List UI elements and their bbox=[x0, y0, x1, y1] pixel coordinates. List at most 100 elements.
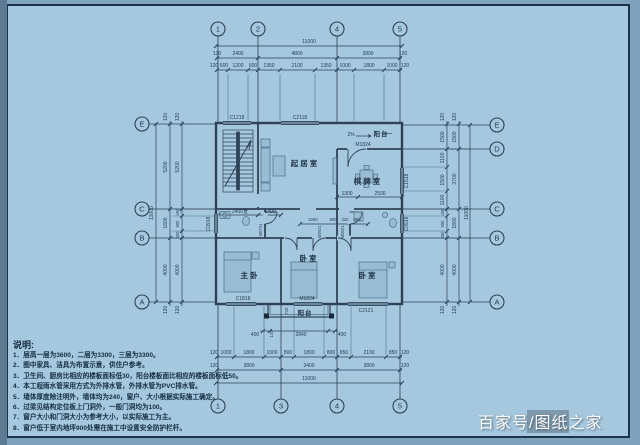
note-line: 3．卫生间、厨房比相应的楼板面标低30，阳台楼板面比相应的楼板面标低50。 bbox=[13, 372, 243, 380]
slope-label: 2% bbox=[347, 132, 355, 138]
dim-label: 120 bbox=[210, 363, 219, 369]
axis-right-a: A bbox=[494, 298, 499, 307]
dim-label: 120 bbox=[452, 306, 458, 315]
dim-label: 400 bbox=[338, 332, 347, 338]
right-dimension-labels: 11000 120 1500 3700 1800 4000 120 120 15… bbox=[440, 113, 470, 315]
dim-label: 120 bbox=[175, 113, 181, 122]
dim-label: 120 bbox=[163, 306, 169, 315]
room-label-master: 主卧 bbox=[241, 270, 260, 280]
note-line: 8．窗户低于室内地坪900处需在施工中设置安全防护栏杆。 bbox=[13, 424, 186, 432]
dim-label: 1000 bbox=[266, 350, 277, 356]
dim-label: 1100 bbox=[440, 152, 446, 163]
dim-label: 1800 bbox=[363, 63, 374, 69]
axis-labels: 1 2 4 5 1 3 4 5 E C B A E D C B A bbox=[139, 25, 500, 411]
window-label: C0918 bbox=[206, 216, 212, 231]
dim-label: 1600 bbox=[163, 217, 169, 228]
door-label: M0921 bbox=[317, 225, 322, 238]
dim-label: 3700 bbox=[452, 173, 458, 184]
dim-label: 1500 bbox=[452, 131, 458, 142]
dim-label: 3400 bbox=[303, 363, 314, 369]
notes-block: 说明: 1．层高一层为3600，二层为3300，三层为3300。 2．图中家具、… bbox=[13, 338, 243, 434]
dim-label: 3800 bbox=[362, 51, 373, 57]
room-label-bedroom2: 卧室 bbox=[300, 253, 319, 263]
dim-label: 800 bbox=[284, 350, 293, 356]
dim-label: 450 bbox=[175, 208, 180, 216]
dim-label: 120 bbox=[213, 51, 222, 57]
note-line: 4．本工程雨水管采用方式为外排水管，外排水管为PVC排水管。 bbox=[13, 383, 202, 391]
dimension-lines bbox=[155, 45, 471, 384]
dim-label: 450 bbox=[440, 208, 445, 216]
window-label: C1218 bbox=[230, 115, 245, 121]
dim-label: 1800 bbox=[303, 350, 314, 356]
room-label-bedroom3: 卧室 bbox=[359, 270, 378, 280]
dim-label: 120 bbox=[269, 330, 274, 338]
dim-label: 2500 bbox=[374, 191, 385, 197]
dim-label: 120 bbox=[401, 63, 410, 69]
dim-label: 1800 bbox=[243, 350, 254, 356]
window-label: C0918 bbox=[404, 216, 410, 231]
dim-label: 11000 bbox=[302, 39, 316, 45]
dim-label: 5200 bbox=[175, 161, 181, 172]
dim-label: 1200 bbox=[232, 63, 243, 69]
dim-label: 120 bbox=[440, 306, 446, 315]
drawing-sheet-frame bbox=[6, 4, 630, 438]
dim-label: 2100 bbox=[363, 350, 374, 356]
dim-label: 900 bbox=[354, 217, 362, 222]
dim-label: 1500 bbox=[440, 131, 446, 142]
door-label: M1824 bbox=[299, 296, 315, 302]
note-line: 6．过梁见结构定位板上门洞外，一般门洞均为100。 bbox=[13, 404, 167, 412]
dim-label: 450 bbox=[175, 231, 180, 239]
dim-label: 2840 bbox=[295, 332, 306, 338]
door-label: M0921 bbox=[340, 225, 345, 238]
dim-label: 320 bbox=[342, 217, 350, 222]
dim-label: 120 bbox=[163, 113, 169, 122]
notes-title: 说明: bbox=[13, 340, 34, 350]
room-labels: 起居室 棋牌室 阳台 2% 主卧 卧室 卧室 阳台 bbox=[241, 129, 388, 317]
axis-top-5: 5 bbox=[398, 25, 402, 34]
axis-right-b: B bbox=[494, 234, 499, 243]
axis-top-4: 4 bbox=[335, 25, 339, 34]
window-label: C1818 bbox=[236, 296, 251, 302]
bottom-dimension-labels: 120 1000 1800 1000 800 1800 800 850 2100… bbox=[210, 350, 410, 382]
dim-label: 1500 bbox=[440, 174, 446, 185]
opening-labels: C1218 C2118 M1824 C1518 C0918 C0918 M072… bbox=[206, 115, 410, 314]
dim-label: 600 bbox=[220, 63, 229, 69]
window-symbols bbox=[213, 120, 405, 307]
axis-top-1: 1 bbox=[216, 25, 220, 34]
window-label: C1518 bbox=[404, 173, 410, 188]
scan-edge-shade bbox=[0, 0, 7, 445]
dim-label: 1000 bbox=[386, 63, 397, 69]
dim-label: 850 bbox=[340, 350, 349, 356]
dim-label: 120 bbox=[401, 363, 410, 369]
dim-label: 120 bbox=[452, 113, 458, 122]
dim-label: 3800 bbox=[363, 363, 374, 369]
top-dimension-labels: 11000 120 2400 4800 3800 120 120 600 120… bbox=[210, 39, 410, 69]
dim-label: 120 bbox=[210, 63, 219, 69]
dim-label: 450 bbox=[440, 231, 445, 239]
watermark: 百家号/图纸之家 bbox=[478, 415, 603, 432]
dim-label: 4800 bbox=[291, 51, 302, 57]
balcony-top-slope-arrow bbox=[356, 133, 392, 138]
watermark-box bbox=[527, 410, 569, 433]
dim-label: 1000 bbox=[339, 63, 350, 69]
dim-label: 2280 bbox=[308, 217, 318, 222]
furniture-icons bbox=[219, 138, 397, 299]
dim-label: 1350 bbox=[263, 63, 274, 69]
dim-label: 4000 bbox=[440, 264, 446, 275]
axis-bubbles bbox=[134, 21, 505, 414]
dim-label: 120 bbox=[440, 113, 446, 122]
dim-label: 2400宽 bbox=[232, 208, 248, 215]
dim-label: 900 bbox=[440, 220, 445, 228]
door-label: M1824 bbox=[355, 142, 371, 148]
dim-label: 1100 bbox=[440, 194, 446, 205]
dim-label: 120 bbox=[210, 350, 219, 356]
axis-bottom-3: 3 bbox=[279, 402, 283, 411]
dim-label: 4000 bbox=[163, 264, 169, 275]
axis-right-c: C bbox=[494, 205, 500, 214]
dimension-ticks bbox=[153, 43, 473, 386]
dim-label: 900 bbox=[175, 220, 180, 228]
note-line: 7．窗户大小和门洞大小为参考大小，以实际施工为主。 bbox=[13, 414, 175, 422]
axis-left-e: E bbox=[139, 120, 144, 129]
